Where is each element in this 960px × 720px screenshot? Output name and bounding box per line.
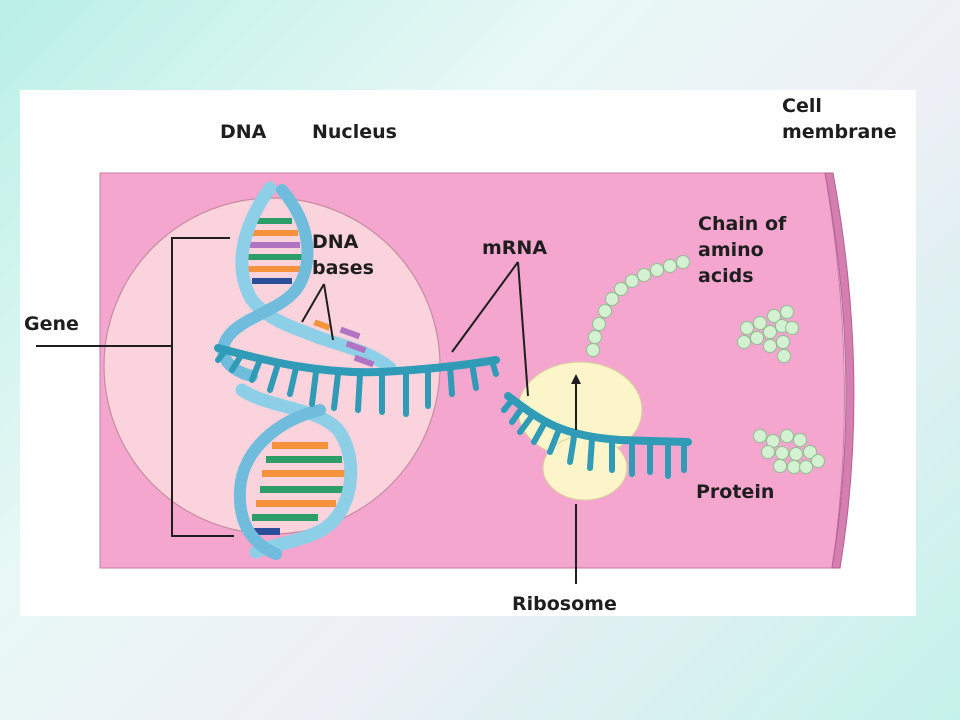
dna-bases-leader-b <box>323 283 334 341</box>
gene-bracket <box>171 237 234 537</box>
dna-bases-leader-a <box>301 283 325 323</box>
amino-acid-chain <box>586 255 690 357</box>
label-chain-2: amino <box>698 239 764 261</box>
protein-cluster-1 <box>737 305 799 363</box>
dna-base-pairs <box>240 218 346 535</box>
dna-backbone-upper-a <box>235 181 327 345</box>
leader-lines <box>36 237 577 584</box>
mrna-leader-a <box>451 261 519 353</box>
slide-panel: DNA Nucleus Cell membrane Gene DNA bases… <box>20 90 916 616</box>
mrna-in-ribosome <box>501 392 692 479</box>
label-cell-membrane-2: membrane <box>782 121 897 143</box>
dna-backbone-lower-b <box>233 404 326 560</box>
arrow-up-icon <box>571 374 581 430</box>
label-mrna: mRNA <box>482 237 547 259</box>
label-dna-bases-1: DNA <box>312 231 359 253</box>
label-protein: Protein <box>696 481 774 503</box>
dna-bases-exposed <box>313 319 375 368</box>
mrna-leader-b <box>517 261 529 397</box>
label-gene: Gene <box>24 313 79 335</box>
label-nucleus: Nucleus <box>312 121 397 143</box>
label-cell-membrane-1: Cell <box>782 95 822 117</box>
label-chain-1: Chain of <box>698 213 787 235</box>
label-dna-bases-2: bases <box>312 257 374 279</box>
cell-membrane <box>824 172 855 569</box>
label-dna: DNA <box>220 121 267 143</box>
label-ribosome: Ribosome <box>512 593 617 615</box>
label-chain-3: acids <box>698 265 754 287</box>
ribosome <box>517 361 643 501</box>
protein-synthesis-diagram: DNA Nucleus Cell membrane Gene DNA bases… <box>24 95 897 615</box>
dna-backbone-lower-a <box>235 383 358 559</box>
mrna-strand <box>214 344 500 417</box>
dna-helix <box>217 181 397 560</box>
dna-backbone-upper-b <box>217 184 314 382</box>
mrna-bases <box>215 347 499 417</box>
protein-cluster-2 <box>753 429 825 474</box>
